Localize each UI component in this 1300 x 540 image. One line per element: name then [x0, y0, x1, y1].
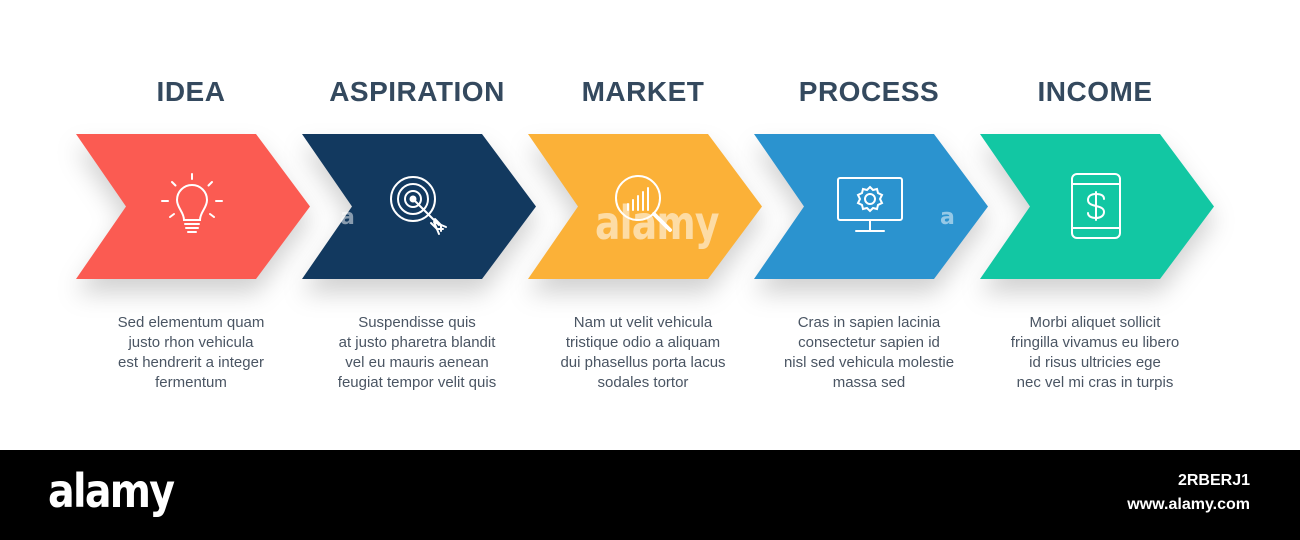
step-title: IDEA [156, 76, 226, 107]
tablet-dollar-icon [1060, 170, 1132, 242]
chevron-arrow [528, 134, 762, 279]
step-title: MARKET [581, 76, 705, 107]
monitor-gear-icon [834, 170, 906, 242]
description-line: massa sed [832, 374, 906, 391]
description-line: fringilla vivamus eu libero [1010, 334, 1180, 351]
lightbulb-icon [156, 170, 228, 242]
step-title: INCOME [1037, 76, 1153, 107]
step-idea: IDEA Sed elementum quam jus [76, 0, 310, 450]
watermark: a [340, 205, 355, 230]
step-description: Sed elementum quam justo rhon vehicula e… [76, 313, 306, 393]
chevron-arrow [76, 134, 310, 279]
description-line: Suspendisse quis [358, 314, 476, 331]
description-line: Nam ut velit vehicula [573, 314, 713, 331]
description-line: sodales tortor [597, 374, 689, 391]
step-income: INCOME Morbi aliquet sollicit fringilla … [980, 0, 1214, 450]
step-aspiration: ASPIRATION Suspendisse quis at justo pha… [302, 0, 536, 450]
footer-logo: alamy [48, 464, 175, 518]
chevron-arrow [302, 134, 536, 279]
description-line: tristique odio a aliquam [565, 334, 721, 351]
footer-bar: alamy 2RBERJ1 www.alamy.com [0, 450, 1300, 540]
infographic-canvas: IDEA Sed elementum quam jus [76, 0, 1214, 450]
description-line: Cras in sapien lacinia [797, 314, 941, 331]
image-id: 2RBERJ1 [1177, 472, 1250, 489]
footer-url: www.alamy.com [1127, 496, 1250, 513]
watermark: a [940, 205, 955, 230]
description-line: Sed elementum quam [117, 314, 265, 331]
watermark: alamy [595, 196, 719, 250]
description-line: justo rhon vehicula [128, 334, 254, 351]
description-line: dui phasellus porta lacus [560, 354, 726, 371]
description-line: nec vel mi cras in turpis [1016, 374, 1174, 391]
step-description: Morbi aliquet sollicit fringilla vivamus… [980, 313, 1210, 393]
description-line: vel eu mauris aenean [345, 354, 489, 371]
description-line: feugiat tempor velit quis [337, 374, 497, 391]
description-line: est hendrerit a integer [118, 354, 264, 371]
description-line: fermentum [155, 374, 227, 391]
description-line: Morbi aliquet sollicit [1029, 314, 1161, 331]
description-line: nisl sed vehicula molestie [783, 354, 955, 371]
step-description: Suspendisse quis at justo pharetra bland… [302, 313, 532, 393]
target-arrow-icon [382, 170, 454, 242]
description-line: consectetur sapien id [798, 334, 940, 351]
step-title: ASPIRATION [329, 76, 505, 107]
step-description: Cras in sapien lacinia consectetur sapie… [754, 313, 984, 393]
step-process: PROCESS Cras in sapien lacinia consectet… [754, 0, 988, 450]
step-title: PROCESS [798, 76, 940, 107]
chevron-arrow [754, 134, 988, 279]
magnifier-chart-icon [608, 170, 680, 242]
description-line: id risus ultricies ege [1029, 354, 1161, 371]
description-line: at justo pharetra blandit [338, 334, 496, 351]
step-market: MARKET Nam ut velit vehicula tristique o… [528, 0, 762, 450]
step-description: Nam ut velit vehicula tristique odio a a… [528, 313, 758, 393]
